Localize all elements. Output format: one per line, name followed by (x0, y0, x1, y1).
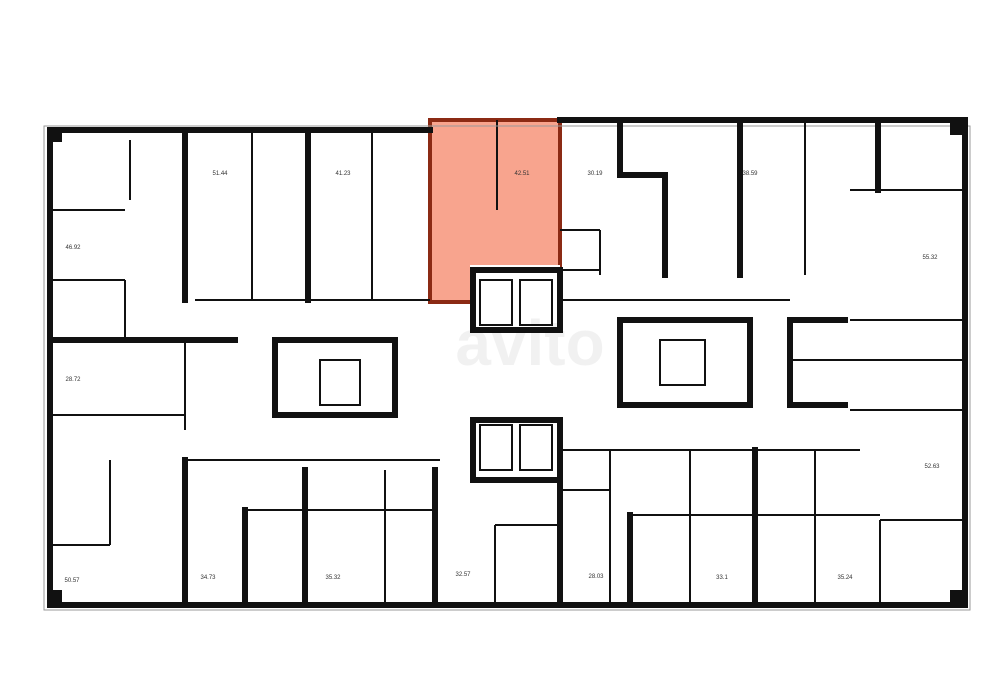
unit-area-label: 34.73 (200, 575, 216, 581)
unit-area-label: 30.19 (587, 171, 603, 177)
unit-area-label-highlighted: 42.51 (514, 171, 530, 177)
unit-area-label: 35.24 (837, 575, 853, 581)
unit-labels: 51.44 41.23 42.51 30.19 38.59 46.92 55.3… (64, 171, 940, 584)
unit-area-label: 33.1 (716, 575, 728, 581)
unit-area-label: 46.92 (65, 245, 81, 251)
unit-area-label: 51.44 (212, 171, 228, 177)
unit-area-label: 35.32 (325, 575, 341, 581)
unit-area-label: 50.57 (64, 578, 80, 584)
unit-area-label: 32.57 (455, 572, 471, 578)
unit-area-label: 41.23 (335, 171, 351, 177)
unit-area-label: 55.32 (922, 255, 938, 261)
unit-area-label: 28.72 (65, 377, 81, 383)
watermark: avito (455, 307, 604, 379)
unit-area-label: 38.59 (742, 171, 758, 177)
unit-area-label: 52.63 (924, 464, 940, 470)
interior-walls (47, 117, 965, 608)
unit-area-label: 28.03 (588, 574, 604, 580)
